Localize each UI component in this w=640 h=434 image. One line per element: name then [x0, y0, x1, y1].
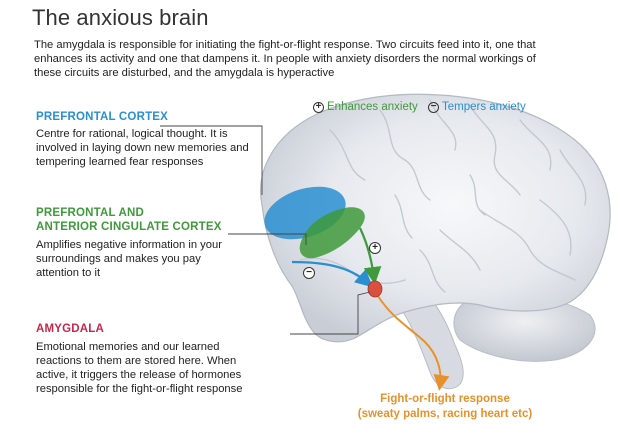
temper-marker-symbol: − — [306, 267, 312, 278]
tempering-arrow — [291, 260, 373, 288]
cingulate-heading-line2: ANTERIOR CINGULATE CORTEX — [36, 221, 222, 233]
brain-stem — [394, 297, 464, 390]
fight-flight-arrow — [377, 295, 450, 391]
legend-tempers-label: Tempers anxiety — [442, 101, 526, 113]
callout-lines — [160, 125, 371, 335]
legend-enhances-label: Enhances anxiety — [327, 101, 418, 113]
cingulate-heading-line1: PREFRONTAL AND — [36, 207, 145, 219]
amygdala-description: Emotional memories and our learned react… — [36, 341, 243, 395]
legend-tempers: − Tempers anxiety — [428, 101, 526, 113]
fight-flight-label: Fight-or-flight response (sweaty palms, … — [340, 392, 550, 422]
prefrontal-description: Centre for rational, logical thought. It… — [36, 128, 249, 168]
fight-flight-examples: (sweaty palms, racing heart etc) — [357, 408, 533, 420]
brain-folds — [299, 99, 587, 293]
plus-icon: + — [313, 101, 324, 113]
cingulate-cortex-region — [299, 207, 365, 259]
amygdala-region — [367, 280, 383, 298]
legend-enhances: + Enhances anxiety — [313, 101, 418, 113]
cingulate-description: Amplifies negative information in your s… — [36, 239, 222, 279]
temper-marker: − — [303, 267, 315, 279]
prefrontal-heading: PREFRONTAL CORTEX — [36, 111, 169, 123]
enhance-marker-symbol: + — [372, 242, 378, 253]
cerebrum — [260, 93, 611, 343]
fight-flight-title: Fight-or-flight response — [380, 393, 510, 405]
enhancing-arrow — [359, 227, 382, 285]
enhance-marker: + — [369, 242, 381, 254]
intro-text: The amygdala is responsible for initiati… — [34, 39, 536, 79]
page-title: The anxious brain — [32, 5, 209, 30]
amygdala-heading: AMYGDALA — [36, 323, 105, 335]
minus-icon: − — [428, 101, 439, 113]
